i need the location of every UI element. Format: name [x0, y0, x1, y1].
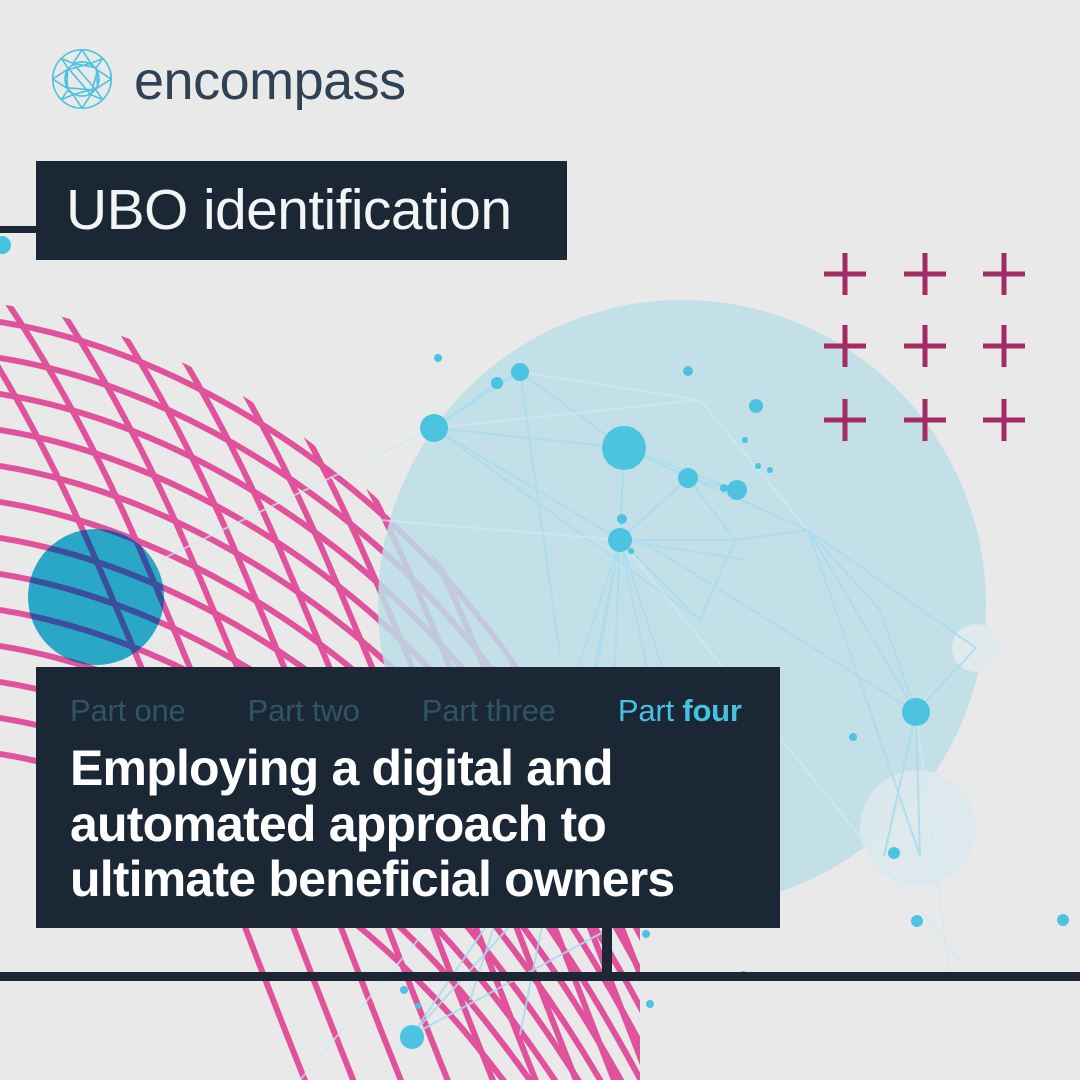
tab-part-three[interactable]: Part three — [422, 693, 556, 729]
tab-part-four-word1: Part — [617, 693, 683, 728]
cross-icon — [904, 325, 946, 367]
page-title-block: UBO identification — [36, 161, 567, 260]
headline: Employing a digital and automated approa… — [70, 740, 750, 908]
cross-icon — [904, 253, 946, 295]
cross-icon — [983, 325, 1025, 367]
accent-dot-icon — [0, 236, 11, 254]
tab-part-one[interactable]: Part one — [70, 693, 186, 729]
tab-part-one-word2: one — [134, 693, 186, 728]
cross-icon — [983, 399, 1025, 441]
tab-part-one-word1: Part — [70, 693, 135, 728]
headline-card: Part one Part two Part three Part four E… — [36, 667, 780, 928]
part-tabs: Part one Part two Part three Part four — [70, 693, 750, 729]
tab-part-three-word2: three — [486, 693, 556, 728]
headline-line-3: ultimate beneficial owners — [70, 851, 675, 907]
title-connector-rule — [0, 226, 44, 233]
tab-part-four-word2: four — [682, 693, 742, 728]
headline-line-2: automated approach to — [70, 795, 607, 852]
tab-part-three-word1: Part — [421, 693, 487, 728]
cross-icon — [824, 253, 866, 295]
cross-icon — [983, 253, 1025, 295]
encompass-gem-icon — [51, 48, 113, 110]
cross-icon — [824, 325, 866, 367]
tab-part-two[interactable]: Part two — [248, 693, 360, 729]
tab-part-four[interactable]: Part four — [618, 693, 742, 729]
cross-icon — [824, 399, 866, 441]
headline-line-1: Employing a digital and — [70, 740, 614, 796]
brand-lockup[interactable]: encompass — [48, 45, 406, 113]
page-title: UBO identification — [66, 178, 512, 242]
tab-part-two-word1: Part — [247, 693, 313, 728]
bottom-rule — [0, 972, 1080, 981]
cross-icon — [904, 399, 946, 441]
tab-part-two-word2: two — [312, 693, 360, 728]
brand-wordmark: encompass — [134, 51, 406, 111]
bottom-connector-stem — [602, 925, 612, 977]
